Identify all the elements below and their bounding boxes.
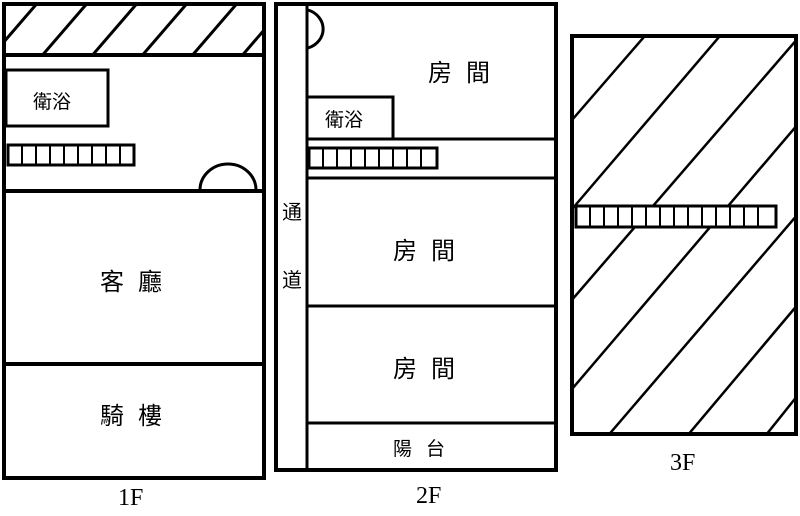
door-arc-2f <box>307 8 325 50</box>
floor-label-1f: 1F <box>118 485 143 511</box>
corridor-label-1: 通 <box>282 200 302 224</box>
corridor-label-2: 道 <box>282 268 302 292</box>
door-arc-1f <box>198 162 258 191</box>
room-label-mid-2f: 房間 <box>393 237 469 265</box>
floor-3f-outline <box>570 34 798 436</box>
floor-label-2f: 2F <box>416 483 441 509</box>
floor-label-3f: 3F <box>670 450 695 476</box>
floor-1f <box>2 2 266 480</box>
room-label-bath-2f: 衛浴 <box>325 109 363 131</box>
bathroom-1f <box>4 68 110 128</box>
room-label-arcade-1f: 騎樓 <box>100 402 176 430</box>
floor-3f <box>570 34 798 436</box>
room-label-low-2f: 房間 <box>393 355 469 383</box>
floor-1f-outline <box>2 2 266 480</box>
stairs-1f <box>6 143 136 167</box>
hatched-area-3f <box>572 36 796 434</box>
stairs-3f <box>574 204 778 229</box>
floor-2f <box>274 2 558 472</box>
floor-2f-outline <box>274 2 558 472</box>
room-label-living-1f: 客廳 <box>100 268 176 296</box>
stairs-2f <box>307 146 439 170</box>
room-label-balcony-2f: 陽台 <box>393 438 459 460</box>
hatched-area-1f <box>6 6 262 54</box>
room-label-bath-1f: 衛浴 <box>33 91 71 113</box>
room-label-top-2f: 房間 <box>428 59 504 87</box>
